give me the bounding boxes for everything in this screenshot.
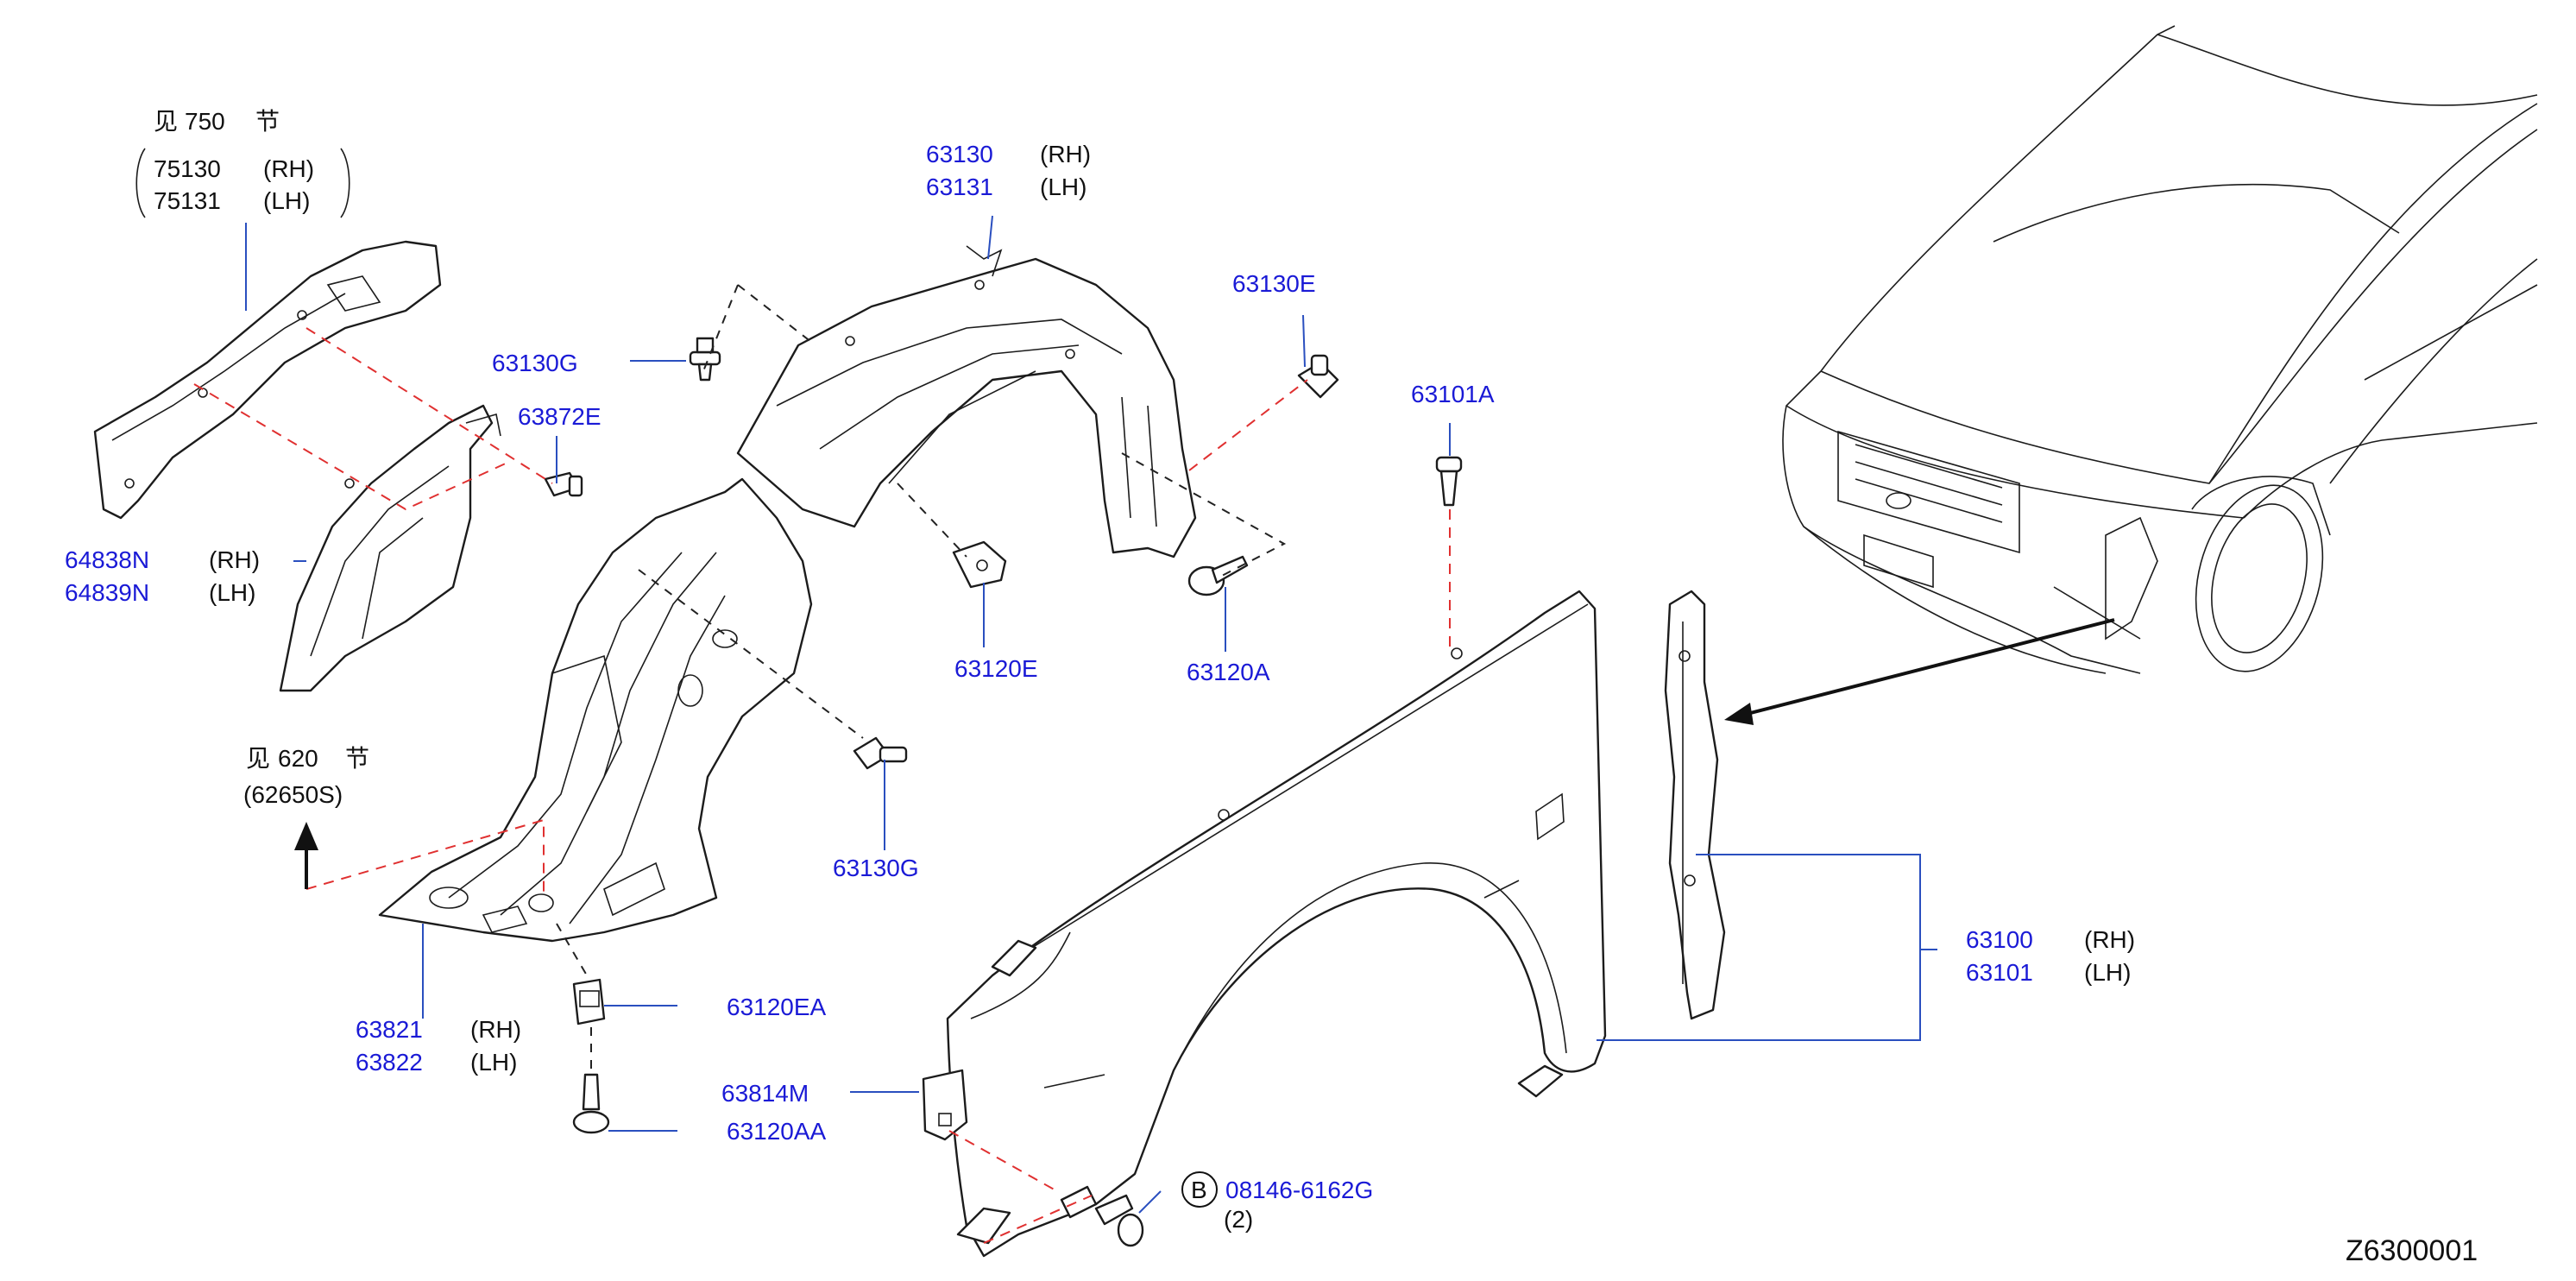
mudguard-63821 (378, 477, 813, 943)
mudguard-63130 (736, 245, 1197, 558)
badge-circle (1181, 1171, 1218, 1208)
fender-panel (946, 590, 1607, 1258)
part-75130-side: (RH) (263, 155, 314, 182)
clip-63120EA (572, 978, 606, 1025)
clip-63130G-top (689, 337, 721, 382)
part-08146-qty: (2) (1224, 1206, 1253, 1233)
part-63814M-code[interactable]: 63814M (721, 1080, 809, 1107)
bracket-64838N (279, 404, 501, 692)
fender-bracket (1664, 590, 1726, 1020)
part-63130E-code[interactable]: 63130E (1232, 270, 1316, 297)
ref-620-suffix: 节 (345, 745, 369, 772)
dashed-connectors (193, 284, 1451, 1244)
part-63130-code[interactable]: 63130 (926, 141, 993, 167)
part-63101A-code[interactable]: 63101A (1411, 381, 1495, 407)
bracket-right (340, 148, 350, 218)
part-63101-code[interactable]: 63101 (1966, 959, 2033, 986)
part-63120AA-code[interactable]: 63120AA (727, 1118, 827, 1145)
part-63131-side: (LH) (1040, 174, 1086, 200)
part-64838N-side: (RH) (209, 546, 260, 573)
part-63120A-code[interactable]: 63120A (1187, 659, 1270, 685)
bolt-08146 (1094, 1194, 1144, 1247)
part-75130-code: 75130 (154, 155, 221, 182)
clip-63130E (1297, 354, 1339, 399)
clip-63130G-bottom (853, 736, 908, 770)
ref-620-sub: (62650S) (243, 781, 343, 808)
part-64839N-code[interactable]: 64839N (65, 579, 149, 606)
leader-lines (245, 215, 1937, 1214)
part-63101-side: (LH) (2084, 959, 2131, 986)
part-63100-side: (RH) (2084, 926, 2135, 953)
part-75131-side: (LH) (263, 187, 310, 214)
part-63120E-code[interactable]: 63120E (954, 655, 1038, 682)
part-63872E-code[interactable]: 63872E (518, 403, 601, 430)
part-63100-code[interactable]: 63100 (1966, 926, 2033, 953)
locator-arrow-line (1729, 618, 2115, 720)
bracket-63814M (922, 1069, 968, 1141)
part-08146-badge: B (1191, 1177, 1207, 1203)
part-63822-code[interactable]: 63822 (356, 1049, 423, 1076)
part-63130G-top-code[interactable]: 63130G (492, 350, 578, 376)
screw-63120A (1187, 555, 1249, 596)
bracket-left (135, 148, 146, 218)
clip-63120E (952, 540, 1007, 589)
reference-arrow-62650S (294, 822, 318, 889)
part-63821-code[interactable]: 63821 (356, 1016, 423, 1043)
part-64838N-code[interactable]: 64838N (65, 546, 149, 573)
ref-750-prefix: 见 (154, 108, 178, 135)
part-63822-side: (LH) (470, 1049, 517, 1076)
part-63821-side: (RH) (470, 1016, 521, 1043)
car-illustration (1782, 25, 2538, 674)
locator-arrow-head (1724, 703, 1754, 725)
part-63131-code[interactable]: 63131 (926, 174, 993, 200)
part-63120EA-code[interactable]: 63120EA (727, 994, 827, 1020)
member-75130 (93, 240, 442, 520)
screw-63101A (1435, 456, 1463, 507)
part-08146-code[interactable]: 08146-6162G (1225, 1177, 1373, 1203)
part-63130-side: (RH) (1040, 141, 1091, 167)
bolt-63120AA (572, 1073, 610, 1134)
part-75131-code: 75131 (154, 187, 221, 214)
ref-750-number: 750 (185, 108, 225, 135)
ref-750-suffix: 节 (255, 108, 280, 135)
part-64839N-side: (LH) (209, 579, 255, 606)
clip-63872E (544, 471, 583, 497)
ref-620-number: 620 (278, 745, 318, 772)
part-63130G-bottom-code[interactable]: 63130G (833, 855, 919, 881)
ref-620-prefix: 见 (246, 745, 270, 772)
diagram-id: Z6300001 (2346, 1234, 2478, 1267)
